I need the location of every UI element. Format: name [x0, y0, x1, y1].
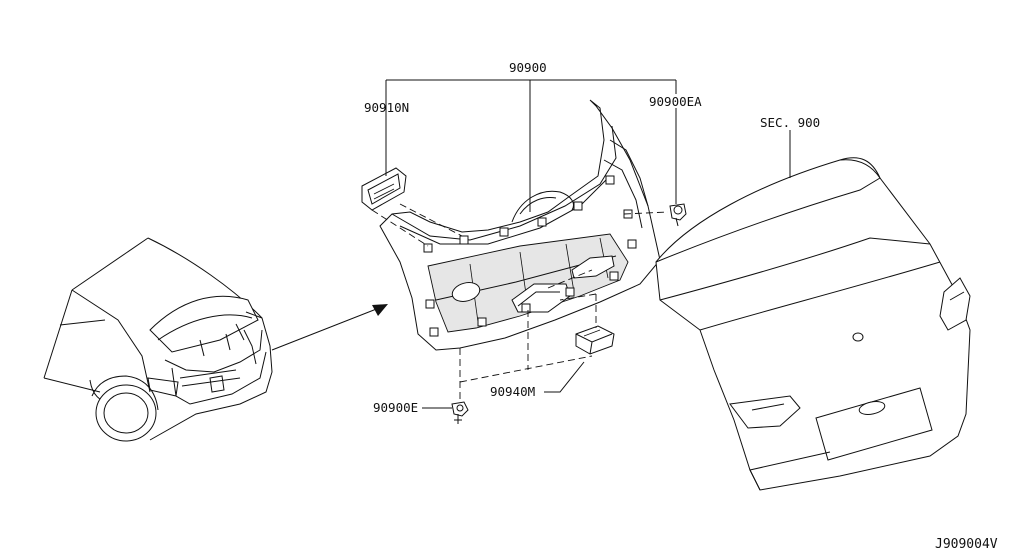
vehicle-rear-view — [43, 237, 273, 442]
clip-bottom-part — [451, 401, 469, 424]
label-assembly: 90900 — [509, 60, 547, 75]
assembly-dashed-lines — [371, 203, 669, 400]
label-bracket: 90910N — [364, 100, 409, 115]
label-clip-bottom: 90900E — [373, 400, 418, 415]
clip-top-part — [669, 203, 687, 227]
bracket-part — [361, 167, 407, 211]
direction-arrow — [271, 304, 388, 351]
label-cover: 90940M — [490, 384, 535, 399]
label-clip-top: 90900EA — [649, 94, 702, 109]
cover-part — [575, 325, 615, 355]
label-section: SEC. 900 — [760, 115, 820, 130]
back-door-panel — [655, 157, 971, 491]
leader-lines — [385, 79, 791, 409]
back-door-trim-panel — [379, 99, 661, 351]
label-diagram-code: J909004V — [935, 537, 998, 552]
